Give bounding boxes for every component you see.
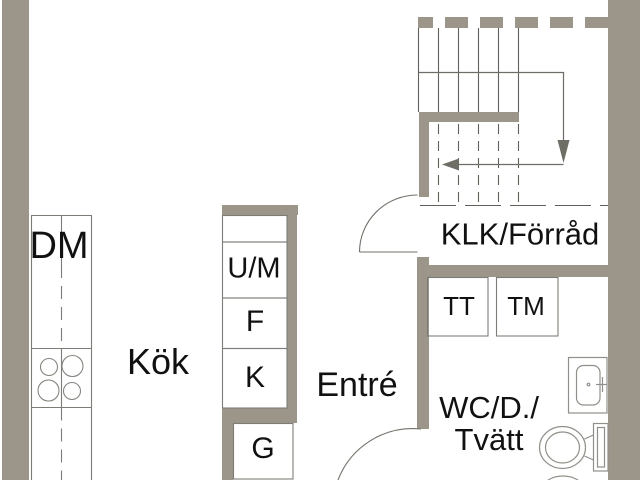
right-exterior-wall	[608, 0, 640, 480]
stair-arrow-icon	[418, 71, 570, 171]
cabinet-right-wall	[287, 215, 297, 423]
wc-west-wall	[417, 257, 429, 429]
washing-machine-label: TM	[507, 291, 545, 321]
laundry-boxes	[426, 276, 559, 337]
wc-laundry-label-line2: Tvätt	[454, 422, 524, 457]
kitchen-counter	[30, 214, 93, 480]
entry-label: Entré	[316, 366, 398, 404]
stair-mid-wall-vertical	[419, 112, 429, 197]
kitchen-label: Kök	[126, 341, 190, 382]
wc-north-wall	[429, 265, 610, 277]
closet-storage-label: KLK/Förråd	[440, 216, 600, 252]
toilet-icon	[538, 422, 609, 472]
floor-drain-icon	[547, 475, 579, 480]
wardrobe-label: G	[251, 432, 275, 465]
checkered-wall	[418, 17, 608, 28]
wc-laundry-label-line1: WC/D./	[439, 390, 539, 425]
stair-mid-wall-horizontal	[419, 112, 519, 122]
oven-microwave-label: U/M	[227, 252, 281, 285]
dishwasher-label: DM	[29, 225, 89, 267]
cabinet-bottom-wall	[222, 408, 297, 423]
freezer-label: F	[245, 305, 265, 338]
tumble-dryer-label: TT	[443, 291, 475, 321]
left-exterior-wall	[2, 0, 29, 480]
fridge-label: K	[244, 361, 266, 394]
cabinet-bottom-wall-v	[222, 423, 233, 480]
stove-icon	[37, 354, 84, 402]
wc-laundry-label: WC/D./ Tvätt	[439, 392, 539, 456]
wc-door-icon	[337, 428, 422, 480]
klk-door-icon	[358, 194, 418, 253]
cabinet-boxes	[221, 214, 294, 480]
sink-icon	[567, 356, 608, 414]
cabinet-top-wall	[222, 205, 298, 215]
